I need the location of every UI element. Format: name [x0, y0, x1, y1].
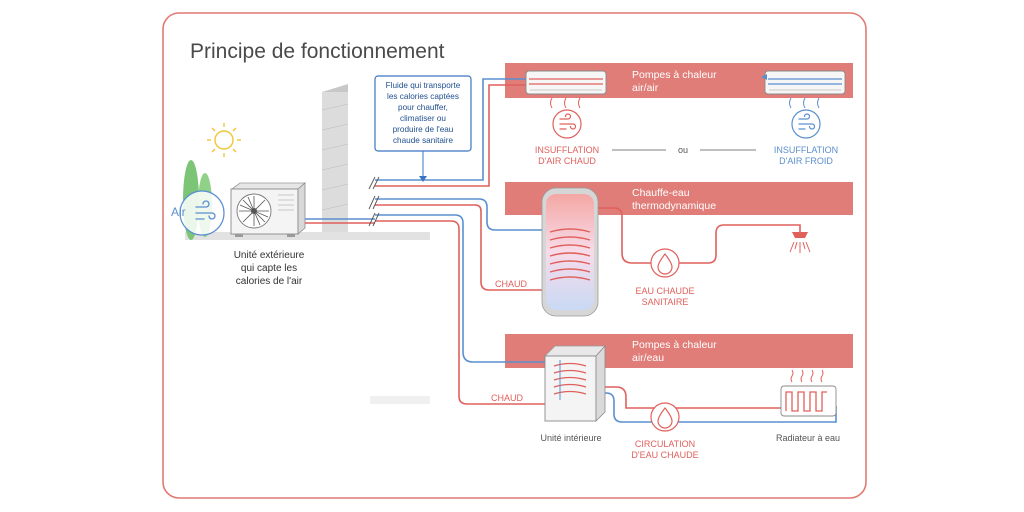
pipe-blue-thermo [375, 198, 548, 231]
pipe-blue-air-air [375, 78, 526, 181]
circulation-label-2: D'EAU CHAUDE [631, 450, 698, 460]
airflow-hot [550, 97, 581, 109]
or-label: ou [678, 145, 688, 155]
band-air-air-line1: Pompes à chaleur [632, 69, 717, 81]
band-thermo-line2: thermodynamique [632, 200, 716, 212]
water-heater-tank [541, 187, 599, 317]
fan-icon [236, 193, 272, 229]
wall [321, 84, 349, 232]
hot-air-label-1: INSUFFLATION [535, 145, 599, 155]
pipe-red-ecs [595, 207, 801, 264]
band-thermo-line1: Chauffe-eau [632, 187, 690, 199]
indoor-unit-label: Unité intérieure [540, 433, 601, 443]
split-unit-cold [761, 70, 846, 95]
pipe-network [305, 78, 837, 423]
outdoor-caption-1: Unité extérieure [234, 250, 305, 261]
fluid-note-line6: chaude sanitaire [393, 136, 454, 145]
band-air-eau-line2: air/eau [632, 352, 664, 364]
fluid-note-line5: produire de l'eau [393, 125, 454, 134]
indoor-unit [544, 344, 606, 422]
ecs-label-1: EAU CHAUDE [635, 286, 694, 296]
pipe-blue-water-loop [596, 392, 837, 423]
outdoor-unit [230, 182, 307, 237]
fluid-note-line2: les calories captées [387, 92, 459, 101]
split-unit-hot [525, 70, 607, 95]
cold-air-label-2: D'AIR FROID [779, 156, 833, 166]
pipe-red-air-air [375, 84, 526, 187]
air-badge [179, 190, 225, 236]
pipe-blue-air-eau [375, 214, 548, 363]
sun-icon [207, 123, 241, 157]
radiator-icon [780, 369, 837, 417]
diagram-title: Principe de fonctionnement [190, 40, 445, 63]
ecs-label-2: SANITAIRE [642, 297, 689, 307]
outdoor-caption-3: calories de l'air [236, 276, 303, 287]
coil-icon-indoor [553, 362, 587, 395]
air-label: Air [171, 205, 186, 219]
water-drop-icon-circulation [650, 402, 680, 432]
water-drop-icon-ecs [650, 248, 680, 278]
wind-icon [195, 200, 216, 220]
band-air-eau-line1: Pompes à chaleur [632, 339, 717, 351]
cold-air-label-1: INSUFFLATION [774, 145, 838, 155]
ground-faded [370, 396, 430, 404]
fluid-note-line1: Fluide qui transporte [386, 81, 461, 90]
airflow-cold [789, 97, 820, 109]
wind-icon-cold [791, 109, 821, 139]
pipe-red-thermo [375, 204, 548, 291]
radiator-label: Radiateur à eau [776, 433, 840, 443]
pipe-red-water-loop [596, 386, 781, 409]
wind-icon-hot [552, 109, 582, 139]
fluid-note-line3: pour chauffer, [398, 103, 448, 112]
circulation-label-1: CIRCULATION [635, 439, 695, 449]
coil-icon [549, 228, 591, 281]
fluid-note-line4: climatiser ou [400, 114, 446, 123]
ground [185, 232, 430, 240]
thermo-hot-label: CHAUD [495, 279, 528, 289]
wall-crossing-marks [368, 176, 380, 227]
pipe-red-air-eau [375, 220, 548, 405]
band-air-air-line2: air/air [632, 82, 659, 94]
air-eau-hot-label: CHAUD [491, 393, 524, 403]
outdoor-caption-2: qui capte les [241, 263, 297, 274]
shower-icon [789, 232, 811, 253]
fluid-note [374, 75, 472, 182]
hot-air-label-2: D'AIR CHAUD [538, 156, 596, 166]
